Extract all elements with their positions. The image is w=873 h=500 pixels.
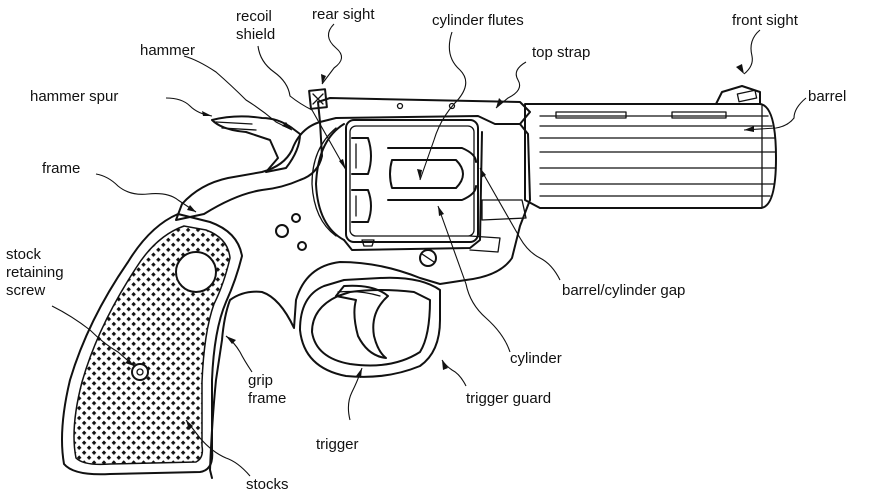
- label-cylinder-flutes: cylinder flutes: [432, 12, 524, 29]
- label-rear-sight: rear sight: [312, 6, 375, 23]
- frame-shape: [175, 121, 531, 479]
- rear-sight-shape: [308, 88, 328, 110]
- label-barrel-cylinder-gap: barrel/cylinder gap: [562, 282, 686, 299]
- label-grip-frame: grip frame: [248, 372, 287, 407]
- label-hammer-spur: hammer spur: [30, 88, 119, 105]
- trigger-shape: [335, 284, 389, 359]
- leader-lines: [51, 23, 807, 477]
- barrel-shape: [524, 103, 777, 209]
- trigger-guard-shape: [299, 276, 441, 378]
- top-strap-shape: [317, 97, 531, 125]
- stocks-shape: [61, 213, 243, 476]
- cylinder-shape: [345, 119, 479, 247]
- front-sight-shape: [715, 85, 761, 105]
- label-stock-retaining-screw: stock retaining screw: [6, 246, 64, 299]
- label-trigger: trigger: [316, 436, 359, 453]
- label-top-strap: top strap: [532, 44, 591, 61]
- label-recoil-shield: recoil shield: [236, 8, 276, 43]
- label-trigger-guard: trigger guard: [466, 390, 552, 407]
- label-hammer: hammer: [140, 42, 196, 59]
- label-stocks: stocks: [246, 476, 289, 493]
- label-barrel: barrel: [808, 88, 847, 105]
- hammer-shape: [211, 115, 301, 173]
- label-cylinder: cylinder: [510, 350, 562, 367]
- label-frame: frame: [42, 160, 81, 177]
- label-front-sight: front sight: [732, 12, 798, 29]
